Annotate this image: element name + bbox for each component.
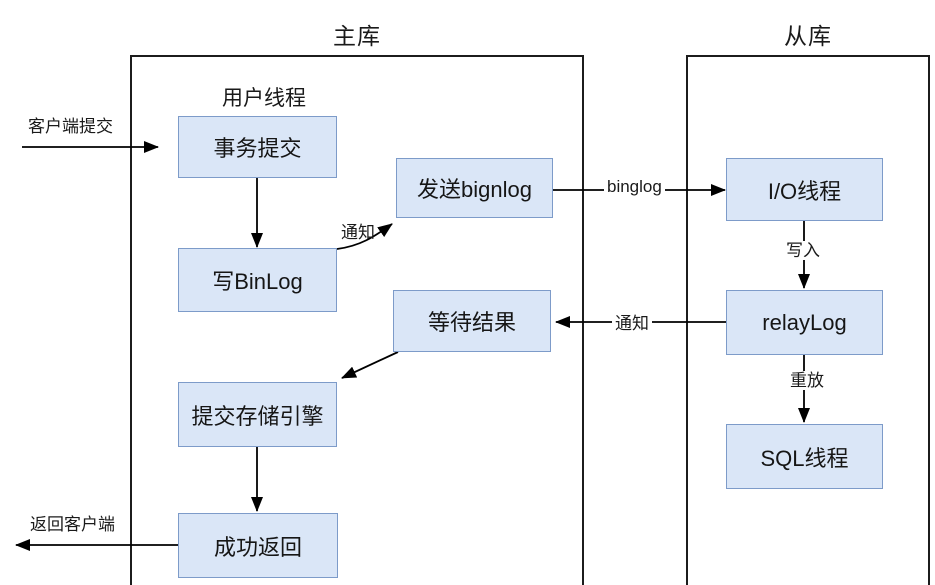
master-db-title: 主库 bbox=[333, 23, 381, 49]
node-transaction-commit: 事务提交 bbox=[178, 116, 337, 178]
node-sql-thread: SQL线程 bbox=[726, 424, 883, 489]
edge-label-binglog: binglog bbox=[604, 177, 665, 196]
node-relay-log: relayLog bbox=[726, 290, 883, 355]
node-send-binlog: 发送bignlog bbox=[396, 158, 553, 218]
master-db-container bbox=[130, 55, 584, 585]
node-commit-storage-engine: 提交存储引擎 bbox=[178, 382, 337, 447]
node-io-thread: I/O线程 bbox=[726, 158, 883, 221]
edge-label-write-in: 写入 bbox=[783, 241, 823, 260]
edge-label-return-client: 返回客户端 bbox=[30, 515, 115, 534]
node-success-return: 成功返回 bbox=[178, 513, 338, 578]
node-wait-result: 等待结果 bbox=[393, 290, 551, 352]
edge-label-notify-send: 通知 bbox=[341, 223, 375, 242]
edge-label-client-commit: 客户端提交 bbox=[28, 117, 113, 136]
slave-db-container bbox=[686, 55, 930, 585]
user-thread-label: 用户线程 bbox=[222, 87, 306, 110]
edge-label-notify-result: 通知 bbox=[612, 314, 652, 333]
arrow-result-to-storage bbox=[341, 351, 399, 379]
node-write-binlog: 写BinLog bbox=[178, 248, 337, 312]
slave-db-title: 从库 bbox=[784, 23, 832, 49]
edge-label-replay: 重放 bbox=[787, 371, 827, 390]
arrow-notify-send-binlog bbox=[336, 223, 393, 250]
